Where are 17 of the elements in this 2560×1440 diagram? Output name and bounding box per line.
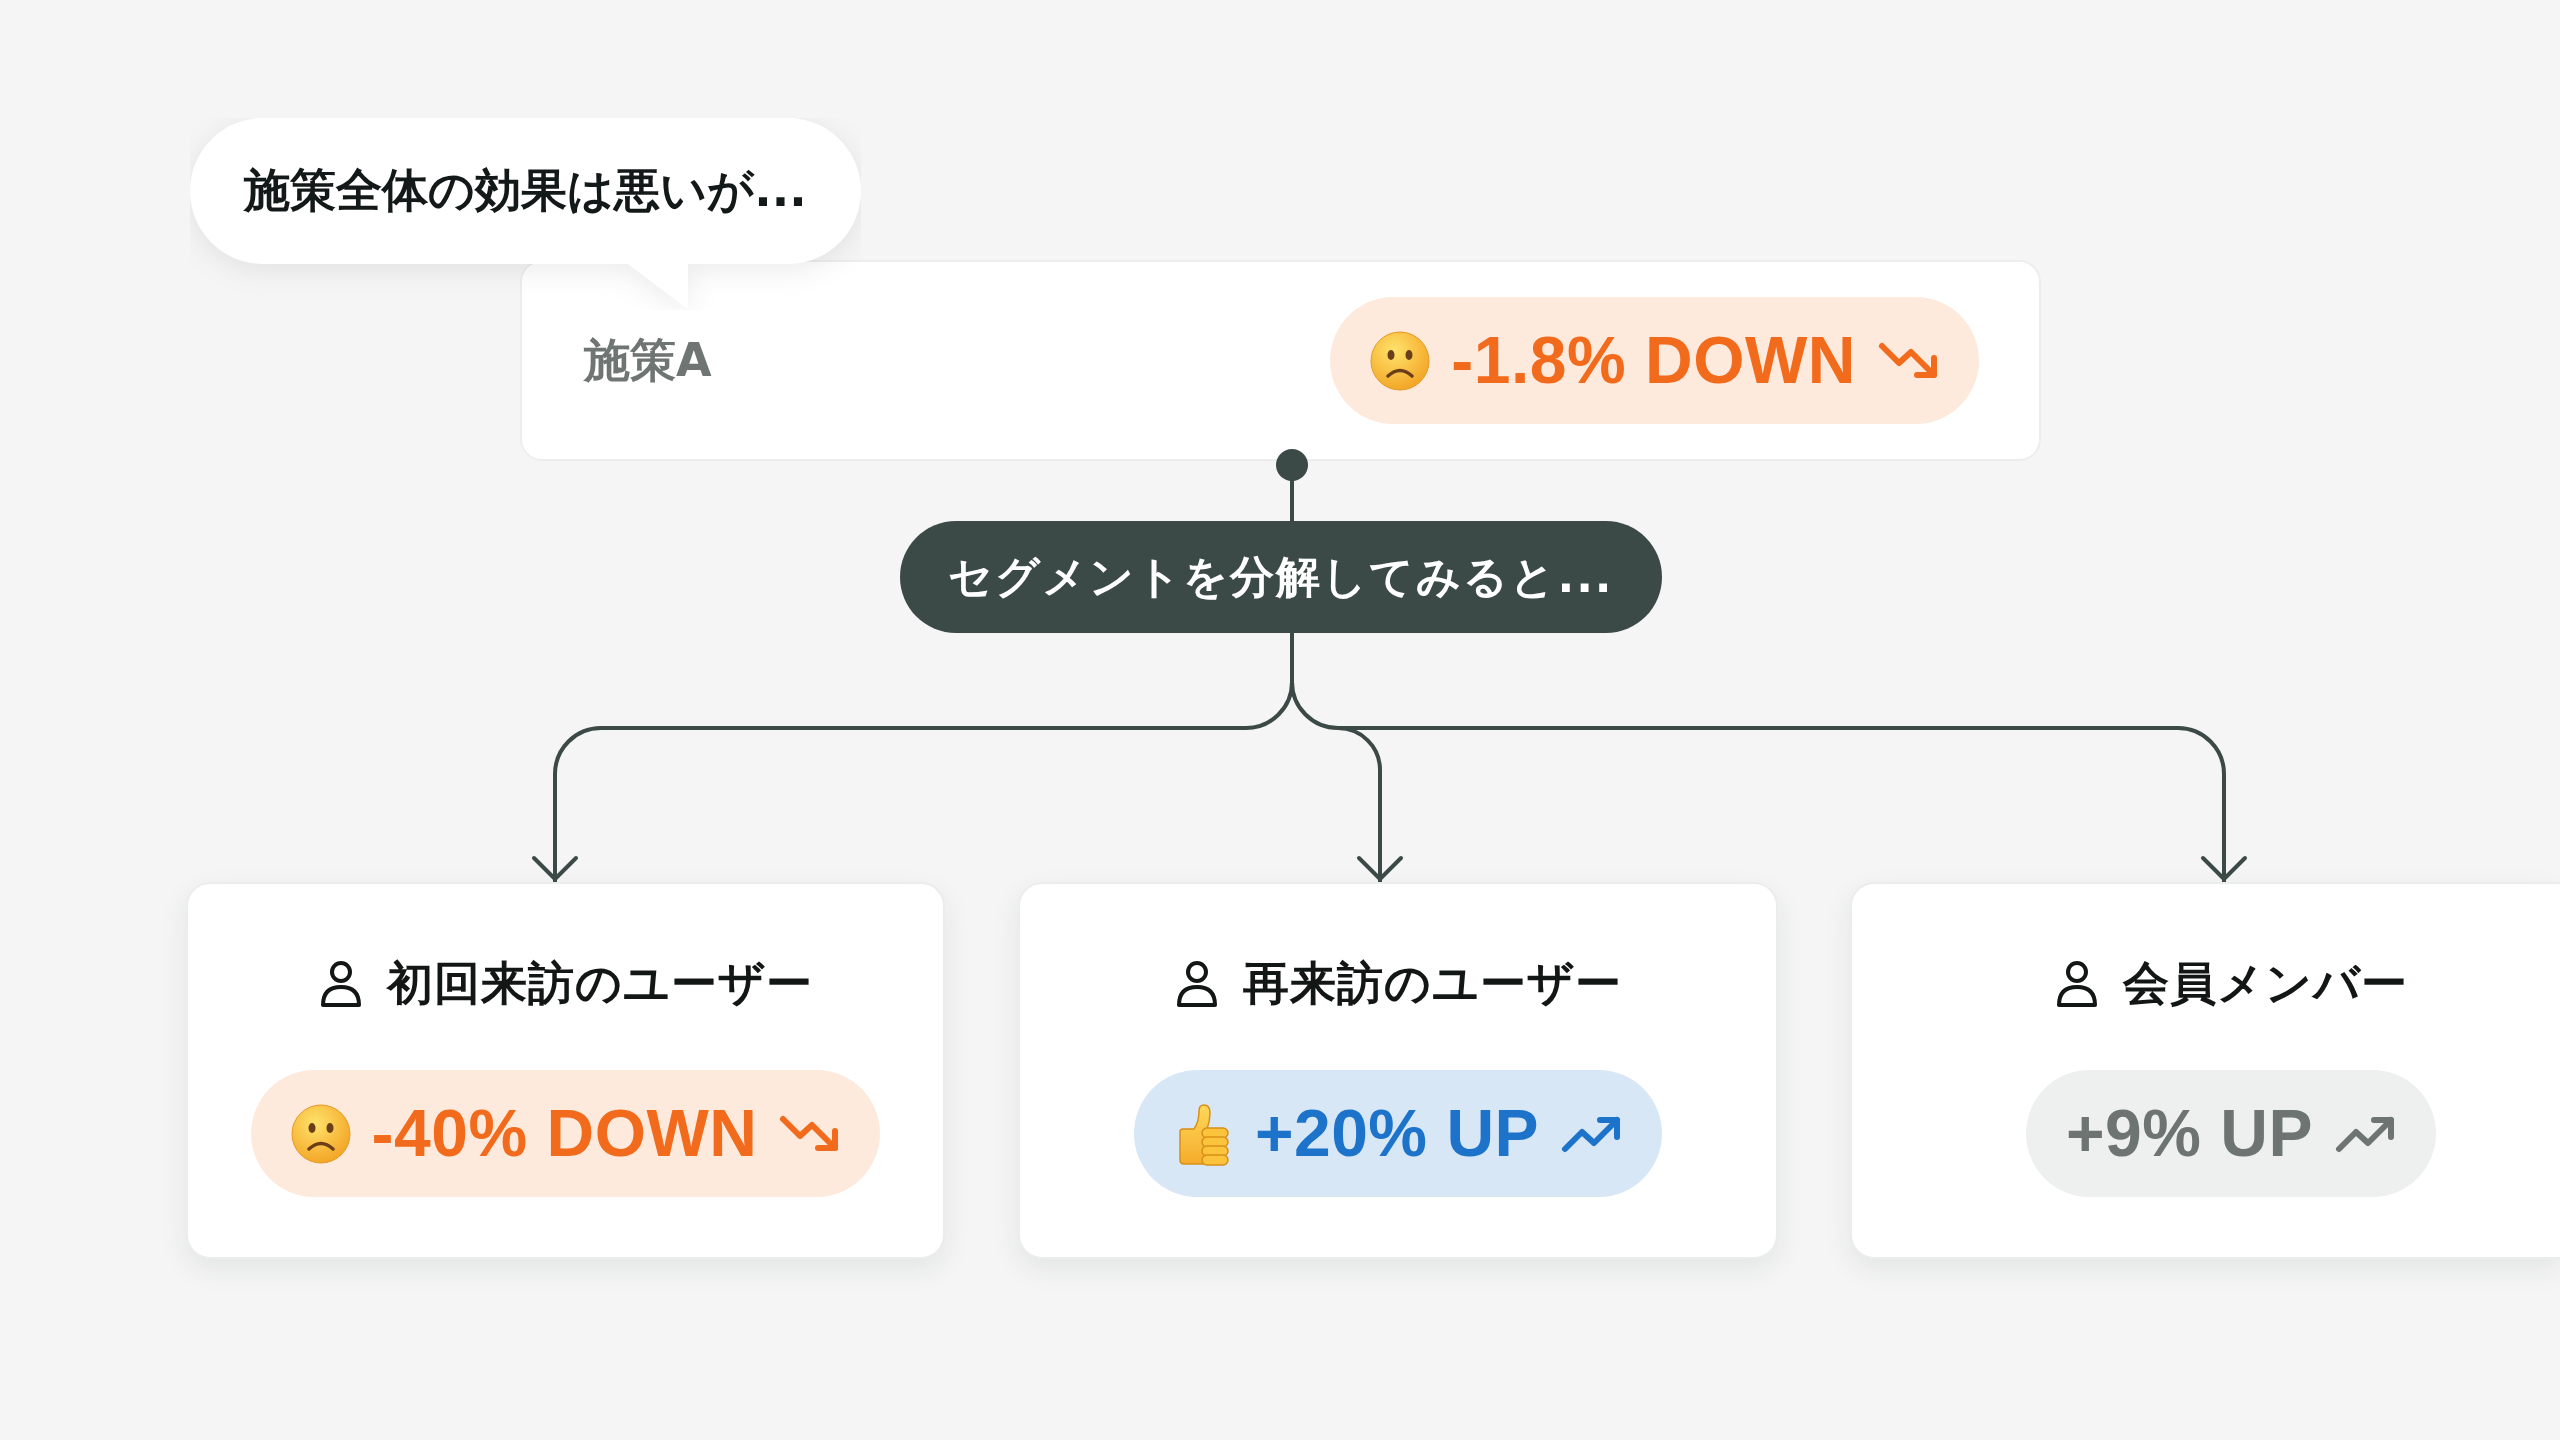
metric-value: +20% UP [1254, 1094, 1540, 1172]
segment-card [1018, 882, 1778, 1259]
bubble-text: 施策全体の効果は悪いが... [244, 163, 807, 219]
segment-title: 会員メンバー [2122, 956, 2408, 1012]
connector-line [1290, 681, 1339, 730]
metric-value: +9% UP [2066, 1094, 2313, 1172]
connector-line [1276, 449, 1308, 521]
step-pill: セグメントを分解してみると... [900, 521, 1662, 633]
segment-title: 初回来訪のユーザー [386, 956, 813, 1012]
metric-value: -1.8% DOWN [1451, 321, 1856, 399]
segment-title: 再来訪のユーザー [1242, 956, 1622, 1012]
segment-card [186, 882, 945, 1259]
segment-card [1850, 882, 2560, 1259]
metric-value: -40% DOWN [371, 1094, 758, 1172]
connector-arrow [1338, 726, 2247, 882]
initiative-name: 施策A [584, 332, 712, 389]
initiative-card [520, 260, 2041, 461]
